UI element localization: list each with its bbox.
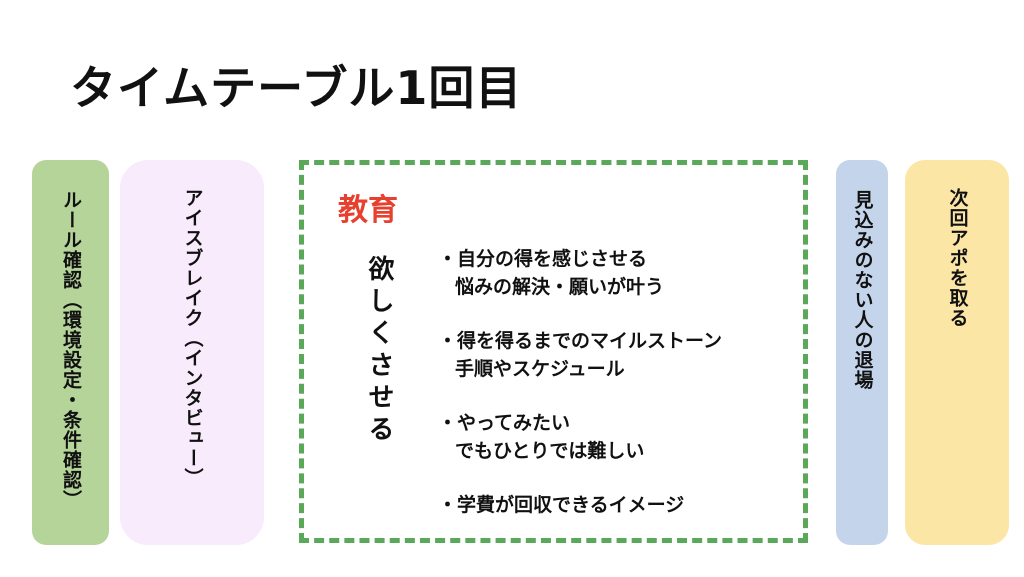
next-appointment-block: 次回アポを取る	[905, 160, 1009, 545]
education-bullet-list: ・自分の得を感じさせる 悩みの解決・願いが叶う ・得を得るまでのマイルストーン …	[438, 245, 808, 545]
rules-confirmation-block: ルール確認（環境設定・条件確認）	[32, 160, 109, 545]
rules-confirmation-label: ルール確認（環境設定・条件確認）	[60, 190, 82, 510]
exit-block: 見込みのない人の退場	[836, 160, 888, 545]
ice-break-block: アイスブレイク（インタビュー）	[120, 160, 264, 545]
education-heading: 教育	[338, 193, 398, 228]
bullet-item: ・やってみたい でもひとりでは難しい	[438, 409, 808, 465]
bullet-line: ・学費が回収できるイメージ	[438, 494, 685, 516]
bullet-item: ・学費が回収できるイメージ	[438, 491, 808, 519]
bullet-subline: 悩みの解決・願いが叶う	[455, 276, 665, 298]
next-appointment-label: 次回アポを取る	[946, 188, 969, 328]
bullet-line: ・やってみたい	[438, 412, 571, 434]
education-block: 教育 欲しくさせる ・自分の得を感じさせる 悩みの解決・願いが叶う ・得を得るま…	[299, 160, 808, 543]
exit-label: 見込みのない人の退場	[851, 190, 874, 390]
bullet-item: ・自分の得を感じさせる 悩みの解決・願いが叶う	[438, 245, 808, 301]
education-subheading: 欲しくさせる	[364, 255, 394, 447]
page-title: タイムテーブル1回目	[70, 61, 523, 115]
bullet-line: ・自分の得を感じさせる	[438, 248, 648, 270]
bullet-line: ・得を得るまでのマイルストーン	[438, 330, 723, 352]
ice-break-label: アイスブレイク（インタビュー）	[181, 188, 204, 488]
bullet-item: ・得を得るまでのマイルストーン 手順やスケジュール	[438, 327, 808, 383]
bullet-subline: でもひとりでは難しい	[455, 440, 645, 462]
bullet-subline: 手順やスケジュール	[455, 358, 625, 380]
